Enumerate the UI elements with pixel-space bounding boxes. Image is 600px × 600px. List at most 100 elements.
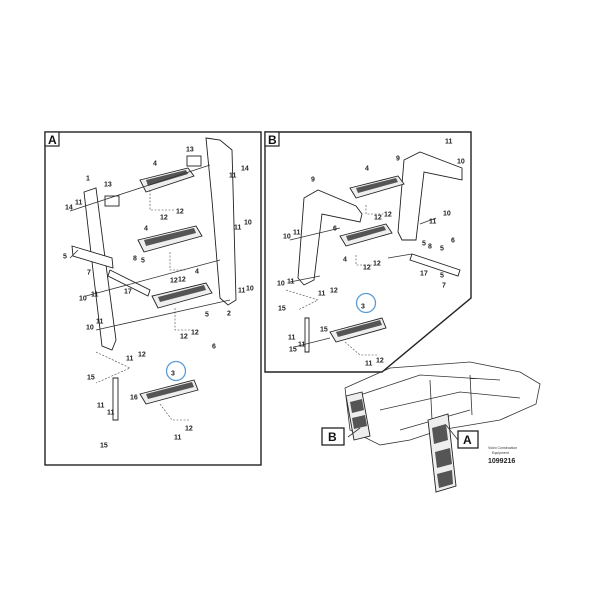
- part-number-label: 11: [298, 342, 306, 349]
- step-lower: [151, 282, 213, 309]
- part-number-label: 8: [428, 244, 432, 251]
- bar-17-b: [409, 253, 461, 277]
- bracket-5: [71, 245, 114, 269]
- part-number-label: 15: [100, 443, 108, 450]
- part-number-label: 8: [133, 256, 137, 263]
- part-number-label: 10: [277, 281, 285, 288]
- part-number-label: 11: [429, 219, 437, 226]
- machine-overview: B A: [321, 361, 541, 493]
- part-number-label: 12: [170, 278, 178, 285]
- part-number-label: 12: [374, 215, 382, 222]
- part-number-label: 11: [288, 335, 296, 342]
- part-number-label: 15: [320, 327, 328, 334]
- bracket-13-left: [104, 195, 120, 207]
- part-number-label: 16: [130, 395, 138, 402]
- part-number-label: 5: [141, 258, 145, 265]
- part-number-label: 4: [195, 269, 199, 276]
- step-b-middle: [339, 223, 393, 247]
- part-number-label: 11: [97, 403, 105, 410]
- overview-steps-b: [345, 391, 371, 441]
- part-number-label: 2: [227, 311, 231, 318]
- panel-a-letter-box: [44, 131, 60, 147]
- part-number-label: 5: [422, 241, 426, 248]
- part-number-label: 10: [457, 159, 465, 166]
- part-number-label: 12: [160, 215, 168, 222]
- panel-a-letter: A: [48, 133, 57, 147]
- part-number-label: 5: [440, 273, 444, 280]
- part-number-label: 14: [65, 205, 73, 212]
- part-number-label: 11: [234, 225, 242, 232]
- caption-number: 1099216: [488, 458, 515, 465]
- bracket-13-right: [186, 155, 202, 167]
- part-number-label: 3: [361, 304, 365, 311]
- part-number-label: 7: [442, 283, 446, 290]
- left-rail: [83, 187, 117, 351]
- part-number-label: 1: [86, 176, 90, 183]
- part-number-label: 12: [178, 277, 186, 284]
- part-number-label: 10: [246, 286, 254, 293]
- part-number-label: 12: [185, 426, 193, 433]
- step-bottom: [139, 379, 199, 405]
- part-number-label: 10: [443, 211, 451, 218]
- part-number-label: 12: [384, 212, 392, 219]
- part-number-label: 10: [79, 296, 87, 303]
- part-number-label: 11: [75, 200, 83, 207]
- part-number-label: 10: [244, 220, 252, 227]
- machine-frame: [344, 361, 541, 446]
- part-number-label: 12: [138, 352, 146, 359]
- highlight-circle-part-3-a[interactable]: [165, 360, 187, 382]
- part-number-label: 12: [330, 288, 338, 295]
- part-number-label: 12: [363, 265, 371, 272]
- part-number-label: 5: [63, 254, 67, 261]
- part-number-label: 17: [420, 271, 428, 278]
- overview-callout-a-box[interactable]: [457, 430, 479, 449]
- part-number-label: 11: [107, 410, 115, 417]
- part-number-label: 4: [153, 161, 157, 168]
- part-number-label: 4: [343, 257, 347, 264]
- part-number-label: 12: [373, 261, 381, 268]
- part-number-label: 11: [365, 361, 373, 368]
- part-number-label: 11: [96, 319, 104, 326]
- part-number-label: 4: [365, 166, 369, 173]
- step-b-bottom: [329, 317, 387, 343]
- part-number-label: 12: [180, 334, 188, 341]
- part-number-label: 17: [124, 289, 132, 296]
- part-number-label: 11: [238, 288, 246, 295]
- part-number-label: 11: [287, 279, 295, 286]
- frame-9-left: [297, 189, 363, 286]
- part-number-label: 11: [174, 435, 182, 442]
- rod-16: [112, 377, 119, 421]
- part-number-label: 11: [91, 292, 99, 299]
- overview-callout-b[interactable]: B: [328, 430, 337, 444]
- part-number-label: 5: [205, 312, 209, 319]
- part-number-label: 15: [289, 347, 297, 354]
- part-number-label: 13: [186, 147, 194, 154]
- overview-callout-b-box[interactable]: [321, 427, 345, 446]
- right-rail: [205, 137, 237, 306]
- part-number-label: 12: [176, 209, 184, 216]
- part-number-label: 12: [191, 330, 199, 337]
- part-number-label: 11: [126, 356, 134, 363]
- step-middle: [137, 225, 203, 253]
- overview-callout-a[interactable]: A: [463, 433, 472, 447]
- highlight-circle-part-3-b[interactable]: [355, 292, 377, 314]
- part-number-label: 12: [376, 358, 384, 365]
- rod-15-b: [304, 317, 310, 353]
- part-number-label: 6: [212, 344, 216, 351]
- part-number-label: 6: [451, 238, 455, 245]
- part-number-label: 14: [241, 166, 249, 173]
- part-number-label: 11: [293, 230, 301, 237]
- part-number-label: 9: [311, 177, 315, 184]
- frame-9-right: [397, 151, 463, 241]
- caption: Volvo Construction Equipment 1099216: [488, 446, 517, 465]
- panel-b-letter-box: [264, 131, 280, 147]
- step-upper: [139, 167, 195, 193]
- part-number-label: 3: [171, 371, 175, 378]
- part-number-label: 15: [87, 375, 95, 382]
- part-number-label: 10: [86, 325, 94, 332]
- part-number-label: 10: [283, 234, 291, 241]
- part-number-label: 13: [104, 182, 112, 189]
